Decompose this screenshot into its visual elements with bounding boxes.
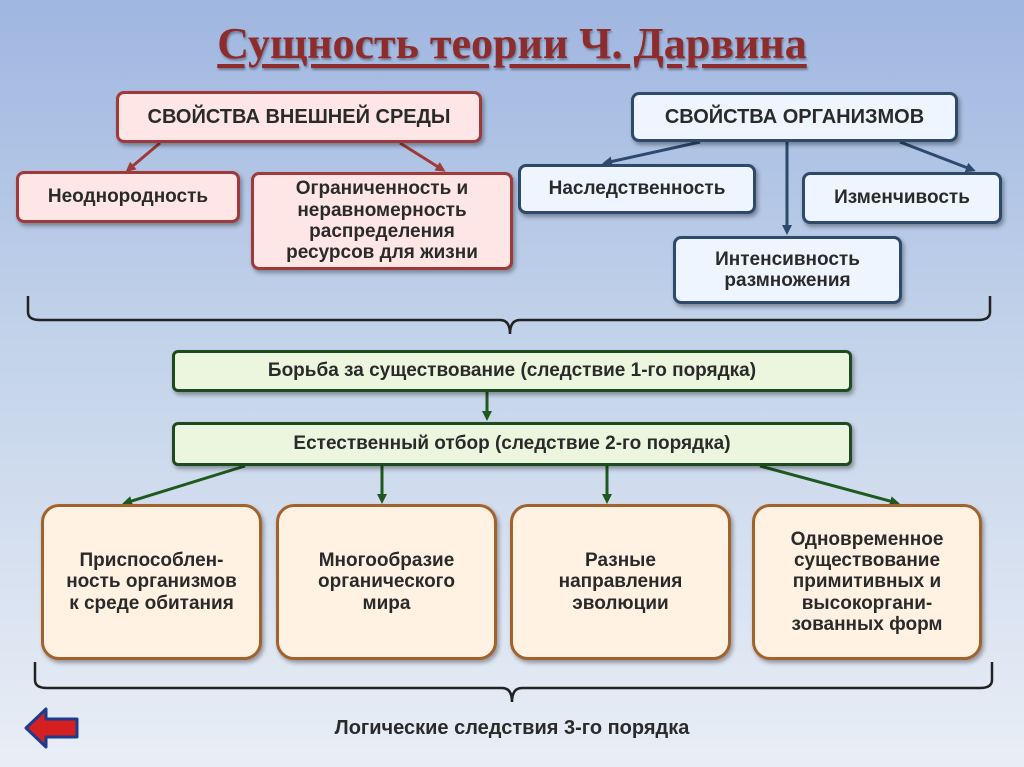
arrow-org-left xyxy=(602,140,701,167)
brace-top xyxy=(26,296,992,335)
result-box-directions: Разные направления эволюции xyxy=(510,504,731,660)
organisms-item-reproduction: Интенсивность размножения xyxy=(673,236,902,304)
consequence-1-box: Борьба за существование (следствие 1-го … xyxy=(172,350,852,392)
result-label: Одновременное существование примитивных … xyxy=(790,528,944,635)
consequence-1-label: Борьба за существование (следствие 1-го … xyxy=(267,360,757,382)
result-label: Многообразие органического мира xyxy=(318,550,455,614)
result-box-diversity: Многообразие органического мира xyxy=(276,504,497,660)
environment-header-label: СВОЙСТВА ВНЕШНЕЙ СРЕДЫ xyxy=(147,105,451,128)
arrow-ns-4 xyxy=(759,464,900,507)
environment-item-resources: Ограниченность и неравномерность распред… xyxy=(251,172,513,270)
result-box-adaptation: Приспособлен-ность организмов к среде об… xyxy=(41,504,262,660)
result-label: Приспособлен-ность организмов к среде об… xyxy=(66,550,237,614)
environment-item-label: Ограниченность и неравномерность распред… xyxy=(286,178,478,264)
arrow-env-left xyxy=(125,141,161,172)
arrow-ns-1 xyxy=(122,464,246,506)
organisms-item-heredity: Наследственность xyxy=(518,164,756,214)
organisms-item-label: Изменчивость xyxy=(834,187,970,209)
organisms-header-label: СВОЙСТВА ОРГАНИЗМОВ xyxy=(664,105,925,128)
organisms-header: СВОЙСТВА ОРГАНИЗМОВ xyxy=(631,92,958,142)
result-box-coexistence: Одновременное существование примитивных … xyxy=(752,504,982,660)
result-label: Разные направления эволюции xyxy=(558,550,683,614)
organisms-item-label: Интенсивность размножения xyxy=(715,248,860,291)
organisms-item-label: Наследственность xyxy=(548,178,726,200)
arrow-org-right xyxy=(899,140,976,173)
organisms-item-variability: Изменчивость xyxy=(802,172,1002,224)
consequence-2-box: Естественный отбор (следствие 2-го поряд… xyxy=(172,422,852,466)
environment-header: СВОЙСТВА ВНЕШНЕЙ СРЕДЫ xyxy=(116,91,482,143)
back-button[interactable] xyxy=(24,706,80,750)
page-title: Сущность теории Ч. Дарвина xyxy=(217,19,807,68)
environment-item-heterogeneity: Неоднородность xyxy=(16,171,240,223)
brace-bottom xyxy=(33,662,994,703)
footer-label: Логические следствия 3-го порядка xyxy=(334,717,690,739)
arrow-env-right xyxy=(399,141,446,172)
consequence-2-label: Естественный отбор (следствие 2-го поряд… xyxy=(293,433,731,455)
left-arrow-icon xyxy=(24,707,79,749)
environment-item-label: Неоднородность xyxy=(47,186,209,208)
